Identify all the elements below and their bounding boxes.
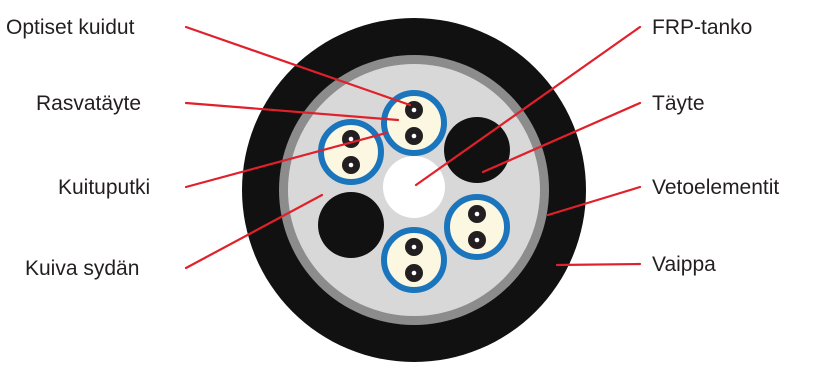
label-sheath: Vaippa [652, 253, 716, 276]
label-strength-members: Vetoelementit [652, 176, 779, 199]
leader-sheath [555, 262, 642, 267]
label-grease-filling: Rasvatäyte [36, 92, 141, 115]
fiber-icon [342, 130, 360, 148]
leader-dry-core [184, 193, 324, 270]
fiber-tube-top [381, 90, 447, 156]
label-filler: Täyte [652, 92, 705, 115]
fiber-icon [405, 127, 423, 145]
fiber-tube-upper-left [318, 119, 384, 185]
fiber-icon [468, 205, 486, 223]
leader-lines [184, 25, 642, 270]
leader-frp-rod [414, 25, 642, 187]
label-frp-rod: FRP-tanko [652, 16, 752, 39]
leader-grease-filling [184, 101, 400, 122]
fiber-icon [468, 231, 486, 249]
fiber-icon [405, 264, 423, 282]
fiber-icon [405, 238, 423, 256]
leader-fiber-tube [184, 131, 388, 189]
leader-optical-fibers [184, 25, 412, 107]
label-dry-core: Kuiva sydän [25, 257, 139, 280]
label-optical-fibers: Optiset kuidut [6, 16, 135, 39]
fiber-icon [342, 156, 360, 174]
leader-filler [481, 101, 642, 174]
filler-rod-left [318, 192, 384, 258]
leader-strength-members [546, 185, 642, 217]
labels: Optiset kuidut Rasvatäyte Kuituputki Kui… [6, 16, 779, 280]
fiber-tube-bottom [381, 227, 447, 293]
fiber-tube-lower-right [444, 194, 510, 260]
frp-rod [383, 156, 445, 218]
label-fiber-tube: Kuituputki [58, 176, 150, 199]
cable-cross-section [242, 18, 586, 362]
